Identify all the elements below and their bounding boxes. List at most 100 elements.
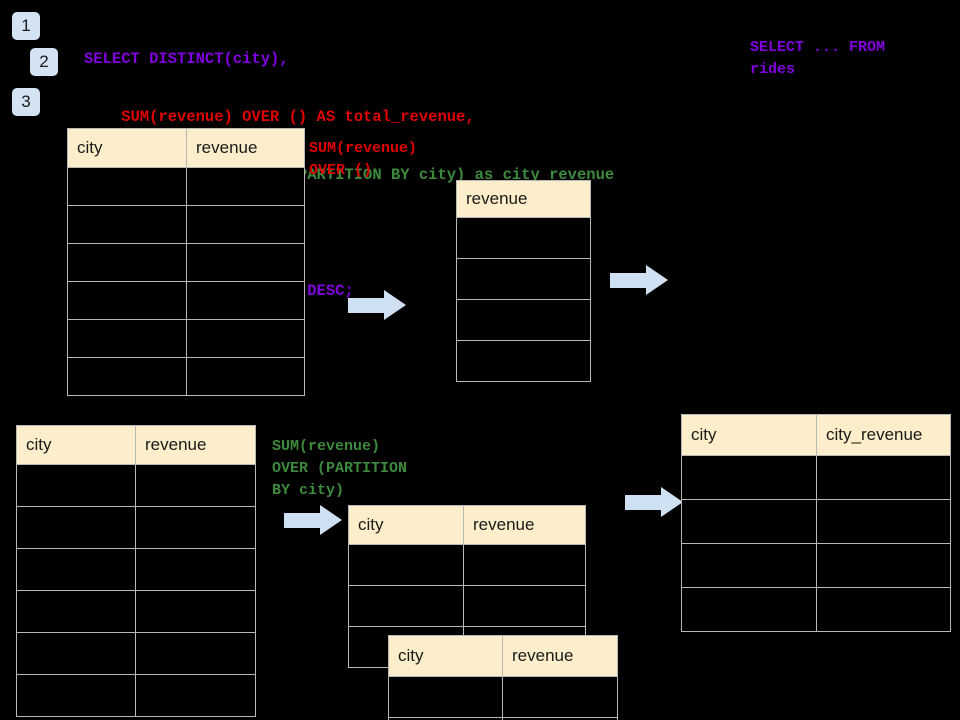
table-row [388, 717, 618, 720]
cell [816, 543, 951, 588]
table-row [16, 548, 256, 591]
cell [186, 281, 305, 320]
table-result: city city_revenue [681, 414, 951, 632]
cell [463, 585, 586, 627]
column-header-city: city [348, 505, 464, 545]
annotation-sum-over-empty: SUM(revenue) OVER () [309, 140, 418, 179]
cell [135, 590, 256, 633]
arrow-shaft [610, 273, 648, 288]
table-partition-front: city revenue [388, 635, 618, 720]
arrow-source-to-total [348, 290, 406, 320]
cell [186, 167, 305, 206]
cell [456, 299, 591, 341]
arrow-partition-to-result [625, 487, 683, 517]
annotation-select-from: SELECT ... FROM rides [750, 39, 886, 78]
cell [67, 319, 187, 358]
table-row [16, 506, 256, 549]
column-header-city-revenue: city_revenue [816, 414, 951, 456]
table-total-revenue: revenue [456, 180, 591, 382]
table-row [388, 676, 618, 718]
cell [816, 587, 951, 632]
table-header-row: city city_revenue [681, 414, 951, 456]
table-row [456, 299, 591, 341]
table-header-row: city revenue [16, 425, 256, 465]
table-row [681, 543, 951, 588]
cell [816, 455, 951, 500]
table-row [16, 464, 256, 507]
table-row [67, 205, 305, 244]
table-row [67, 357, 305, 396]
table-header-row: city revenue [388, 635, 618, 677]
cell [67, 243, 187, 282]
cell [135, 548, 256, 591]
table-row [16, 674, 256, 717]
annotation-sum-over-partition: SUM(revenue) OVER (PARTITION BY city) [272, 438, 408, 499]
arrow-head [320, 505, 342, 535]
column-header-city: city [16, 425, 136, 465]
table-row [681, 587, 951, 632]
table-row [67, 167, 305, 206]
cell [502, 717, 618, 720]
table-row [348, 544, 586, 586]
cell [186, 357, 305, 396]
table-row [681, 499, 951, 544]
cell [135, 464, 256, 507]
cell [681, 499, 817, 544]
table-row [67, 281, 305, 320]
arrow-source-to-partition [284, 505, 342, 535]
step-badge-1[interactable]: 1 [12, 12, 40, 40]
column-header-city: city [681, 414, 817, 456]
cell [502, 676, 618, 718]
cell [16, 464, 136, 507]
sql-line-2: SUM(revenue) OVER () AS total_revenue, [84, 108, 475, 126]
cell [135, 674, 256, 717]
cell [67, 167, 187, 206]
table-source-top: city revenue [67, 128, 305, 396]
cell [348, 585, 464, 627]
arrow-shaft [284, 513, 322, 528]
cell [67, 205, 187, 244]
cell [135, 632, 256, 675]
column-header-city: city [67, 128, 187, 168]
cell [67, 281, 187, 320]
column-header-revenue: revenue [186, 128, 305, 168]
column-header-city: city [388, 635, 503, 677]
cell [16, 674, 136, 717]
sql-line-1: SELECT DISTINCT(city), [84, 50, 289, 68]
table-row [456, 258, 591, 300]
arrow-head [646, 265, 668, 295]
table-row [456, 217, 591, 259]
cell [67, 357, 187, 396]
cell [816, 499, 951, 544]
arrow-head [384, 290, 406, 320]
column-header-revenue: revenue [502, 635, 618, 677]
table-row [16, 632, 256, 675]
cell [681, 587, 817, 632]
cell [456, 340, 591, 382]
table-row [16, 590, 256, 633]
cell [681, 543, 817, 588]
table-partition-back: city revenue [348, 505, 586, 668]
table-header-row: revenue [456, 180, 591, 218]
cell [186, 205, 305, 244]
cell [16, 590, 136, 633]
table-row [348, 585, 586, 627]
table-header-row: city revenue [67, 128, 305, 168]
cell [16, 632, 136, 675]
arrow-shaft [625, 495, 663, 510]
cell [16, 548, 136, 591]
table-row [67, 243, 305, 282]
cell [16, 506, 136, 549]
table-header-row: city revenue [348, 505, 586, 545]
step-badge-3[interactable]: 3 [12, 88, 40, 116]
table-source-bottom: city revenue [16, 425, 256, 717]
column-header-revenue: revenue [456, 180, 591, 218]
cell [463, 544, 586, 586]
cell [186, 319, 305, 358]
arrow-total-to-result [610, 265, 668, 295]
cell [681, 455, 817, 500]
step-badge-2[interactable]: 2 [30, 48, 58, 76]
table-row [456, 340, 591, 382]
cell [135, 506, 256, 549]
